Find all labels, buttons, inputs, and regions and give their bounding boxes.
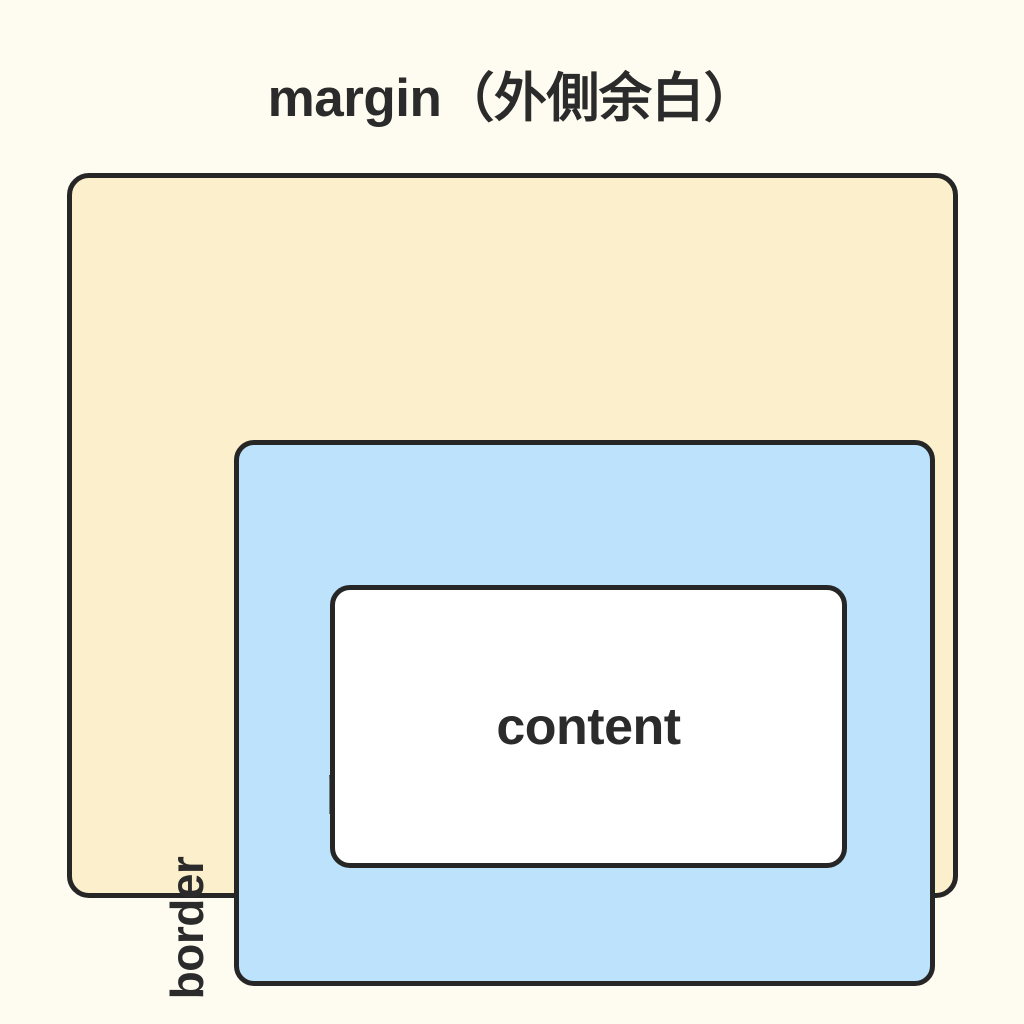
content-box: content xyxy=(330,585,847,868)
border-box: border padding（内側余白） content xyxy=(67,173,958,999)
margin-label: margin（外側余白） xyxy=(267,69,757,128)
border-label: border xyxy=(161,856,213,1000)
content-label: content xyxy=(496,697,681,756)
padding-box: padding（内側余白） content xyxy=(234,440,935,986)
